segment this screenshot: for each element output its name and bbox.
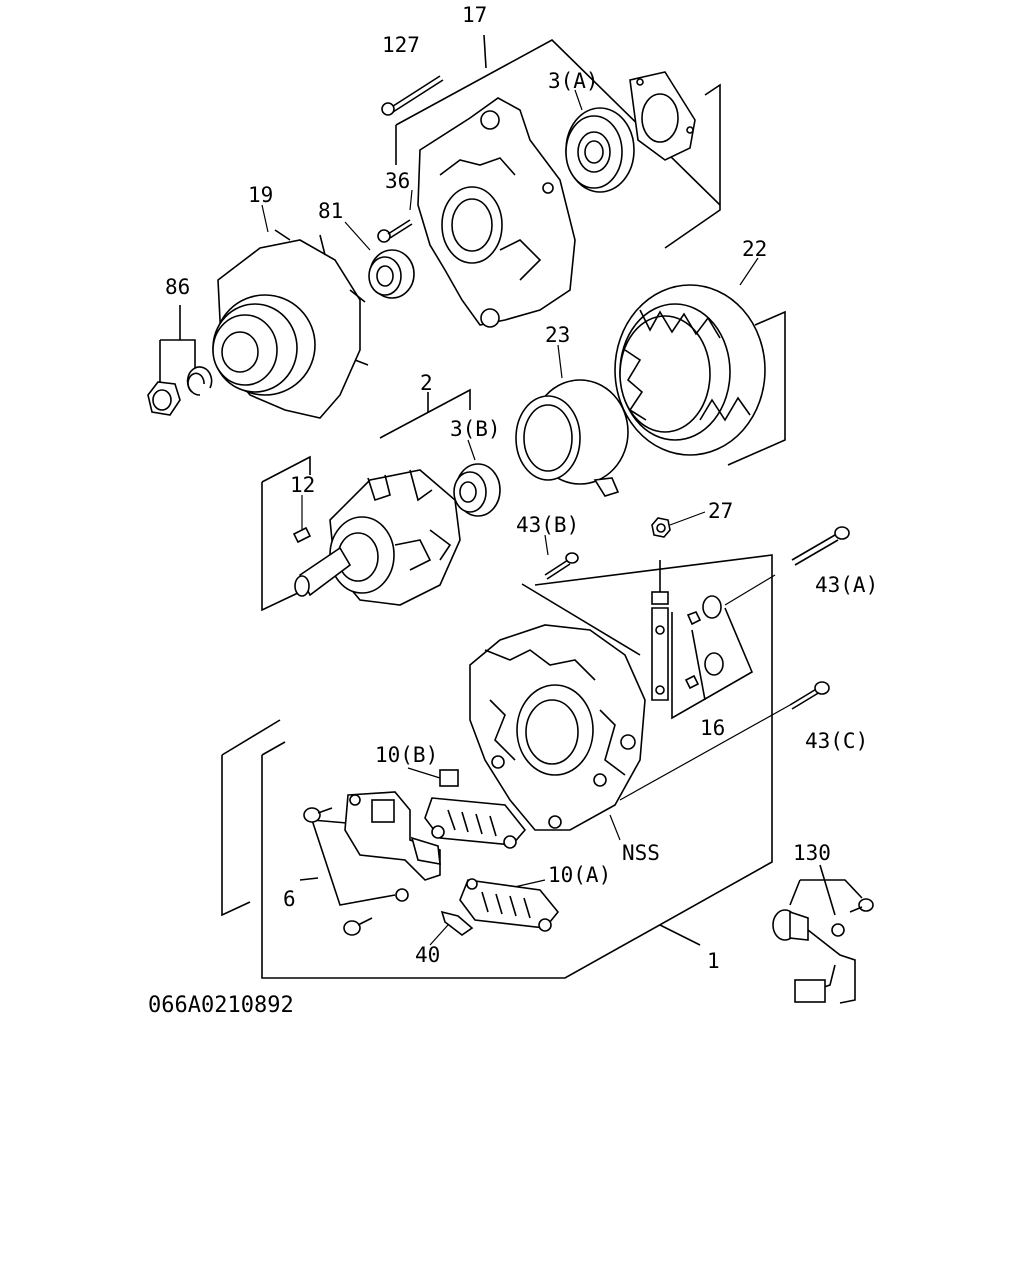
key-12 (292, 526, 312, 544)
bracket-1-top (261, 741, 286, 756)
bracket-16 (671, 607, 754, 720)
label-12: 12 (290, 473, 315, 497)
leader-43a (724, 574, 776, 606)
label-17: 17 (462, 3, 487, 27)
leader-27 (669, 511, 706, 526)
bolt-43b (544, 552, 579, 580)
label-19: 19 (248, 183, 273, 207)
leader-130-b (789, 879, 801, 906)
bolt-43c (789, 681, 830, 710)
label-130: 130 (793, 841, 831, 865)
leader-6 (299, 877, 319, 881)
rectifier-10a (459, 878, 560, 932)
leader-43b (544, 534, 549, 556)
nut-86 (147, 381, 181, 416)
leader-3a (574, 89, 583, 111)
label-nss: NSS (622, 841, 660, 865)
bracket-22 (727, 310, 786, 466)
screw-6-upper (303, 807, 333, 823)
label-43a: 43(A) (815, 573, 878, 597)
label-40: 40 (415, 943, 440, 967)
leader-17 (483, 34, 487, 69)
bearing-3a (565, 107, 635, 193)
bracket-1-outer-top (221, 719, 281, 756)
terminal-16 (651, 560, 724, 701)
label-81: 81 (318, 199, 343, 223)
screw-6-lower (343, 917, 373, 936)
label-22: 22 (742, 237, 767, 261)
label-43c: 43(C) (805, 729, 868, 753)
label-3b: 3(B) (450, 417, 501, 441)
bracket-86-top (160, 339, 196, 368)
leader-23 (557, 344, 563, 379)
bracket-12-side (261, 482, 301, 612)
pulley-fan-19 (212, 229, 369, 419)
bearing-holder-23 (515, 379, 629, 497)
part-labels: 127 17 3(A) 36 81 19 86 22 23 2 3(B) 12 … (165, 3, 878, 973)
label-36: 36 (385, 169, 410, 193)
label-10a: 10(A) (548, 863, 611, 887)
bracket-17-right (664, 83, 721, 249)
leader-130-a (800, 879, 863, 899)
label-27: 27 (708, 499, 733, 523)
drive-end-housing (417, 97, 576, 328)
label-23: 23 (545, 323, 570, 347)
bolt-43a (791, 526, 850, 566)
cover-plate-17 (629, 71, 696, 161)
label-86: 86 (165, 275, 190, 299)
diagram-code: 066A0210892 (148, 993, 294, 1018)
bracket-2 (379, 388, 471, 439)
washer-6 (395, 888, 409, 902)
label-43b: 43(B) (516, 513, 579, 537)
label-10b: 10(B) (375, 743, 438, 767)
screw-36 (377, 219, 413, 243)
bracket-12-top (261, 455, 311, 483)
sensor-130 (772, 898, 874, 1004)
leader-10b (407, 767, 441, 779)
leader-1 (659, 924, 701, 946)
leader-19 (261, 204, 269, 233)
label-16: 16 (700, 716, 725, 740)
bracket-1 (261, 554, 773, 979)
leader-6-a (311, 819, 396, 906)
label-127: 127 (382, 33, 420, 57)
leader-81 (344, 221, 371, 251)
bolt-127 (381, 75, 444, 116)
leader-nss-bracket (521, 583, 641, 656)
leader-36 (409, 189, 413, 211)
leader-16 (691, 629, 706, 701)
regulator (344, 791, 441, 881)
nut-27 (651, 517, 671, 538)
leader-43c (619, 704, 791, 801)
label-3a: 3(A) (548, 69, 599, 93)
leader-40 (429, 924, 449, 946)
label-1: 1 (707, 949, 720, 973)
leader-3b (467, 439, 476, 461)
bearing-3b (453, 463, 501, 517)
leader-22 (739, 257, 759, 286)
spacer-81 (368, 249, 415, 299)
leader-130-c (819, 864, 836, 916)
label-6: 6 (283, 887, 296, 911)
leader-nss (609, 814, 621, 841)
bracket-lines (159, 34, 863, 979)
rectifier-10b (424, 769, 527, 849)
bracket-1-outer (221, 755, 251, 917)
rear-housing (469, 624, 646, 831)
lock-washer-86 (186, 366, 213, 396)
clip-40 (440, 910, 474, 936)
rotor-2 (294, 469, 461, 606)
label-2: 2 (420, 371, 433, 395)
stator-22 (614, 284, 766, 456)
